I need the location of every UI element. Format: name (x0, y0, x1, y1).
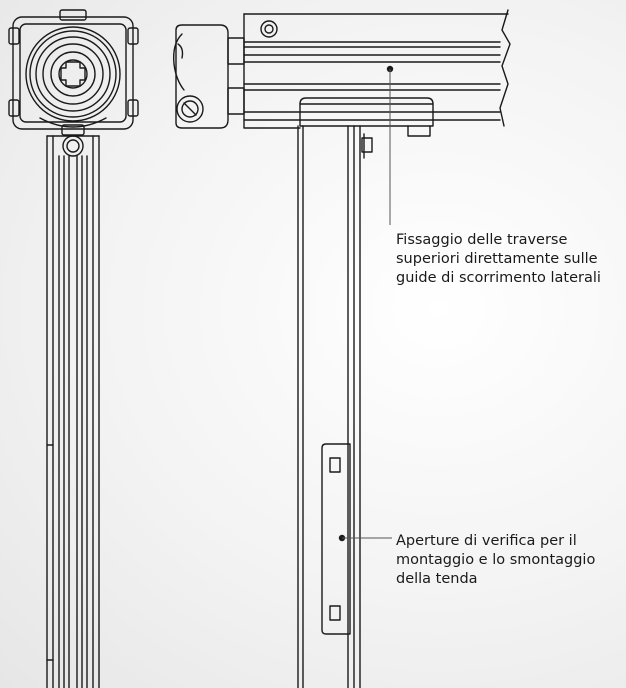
callout-leader-inspection (338, 534, 392, 542)
front-view-bracket (299, 97, 434, 159)
front-view-guide-rail (297, 125, 361, 688)
inspection-opening (321, 443, 351, 635)
callout-leader-fixing (386, 65, 394, 225)
callout-fixing-line: Fissaggio delle traverse (396, 232, 568, 248)
callout-inspection-text: Aperture di verifica per il montaggio e … (396, 532, 595, 589)
side-view-headbox (8, 9, 139, 157)
callout-fixing-line: superiori direttamente sulle (396, 251, 598, 267)
front-view-headbox (172, 9, 511, 129)
callout-inspection-line: montaggio e lo smontaggio (396, 552, 596, 568)
side-view-guide-rail (46, 135, 100, 688)
callout-fixing-line: guide di scorrimento laterali (396, 270, 601, 286)
callout-inspection-line: della tenda (396, 571, 478, 587)
callout-inspection-line: Aperture di verifica per il (396, 533, 577, 549)
callout-fixing-text: Fissaggio delle traverse superiori diret… (396, 231, 601, 288)
